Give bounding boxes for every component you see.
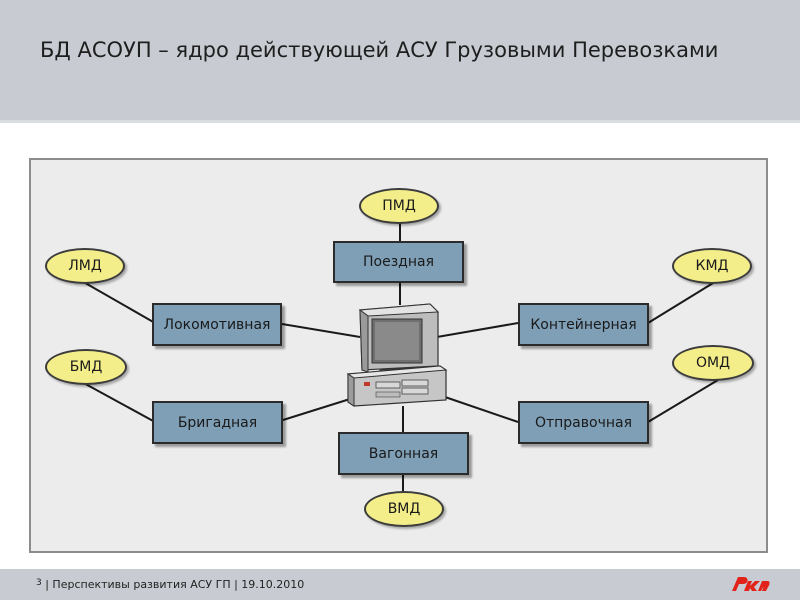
oval-pmd: ПМД — [359, 188, 439, 224]
box-lokomotivnaya: Локомотивная — [152, 303, 282, 346]
slide-title: БД АСОУП – ядро действующей АСУ Грузовым… — [40, 38, 719, 62]
box-konteinernaya: Контейнерная — [518, 303, 649, 346]
computer-icon — [346, 303, 448, 407]
slide-header — [0, 0, 800, 120]
box-poezdnaya: Поездная — [333, 241, 464, 283]
footer-caption: | Перспективы развития АСУ ГП | 19.10.20… — [45, 578, 305, 591]
oval-vmd: ВМД — [364, 491, 444, 527]
box-otpravochnaya: Отправочная — [518, 401, 649, 444]
page-number: 3 — [36, 578, 42, 588]
slide-footer: 3 | Перспективы развития АСУ ГП | 19.10.… — [0, 569, 800, 600]
rzd-logo — [732, 577, 770, 591]
oval-omd: ОМД — [672, 345, 754, 381]
box-brigadnaya: Бригадная — [152, 401, 283, 444]
header-divider — [0, 120, 800, 123]
oval-kmd: КМД — [672, 248, 752, 284]
oval-bmd: БМД — [45, 349, 127, 385]
box-vagonnaya: Вагонная — [338, 432, 469, 475]
footer-text-block: 3 | Перспективы развития АСУ ГП | 19.10.… — [36, 578, 304, 591]
oval-lmd: ЛМД — [45, 248, 125, 284]
